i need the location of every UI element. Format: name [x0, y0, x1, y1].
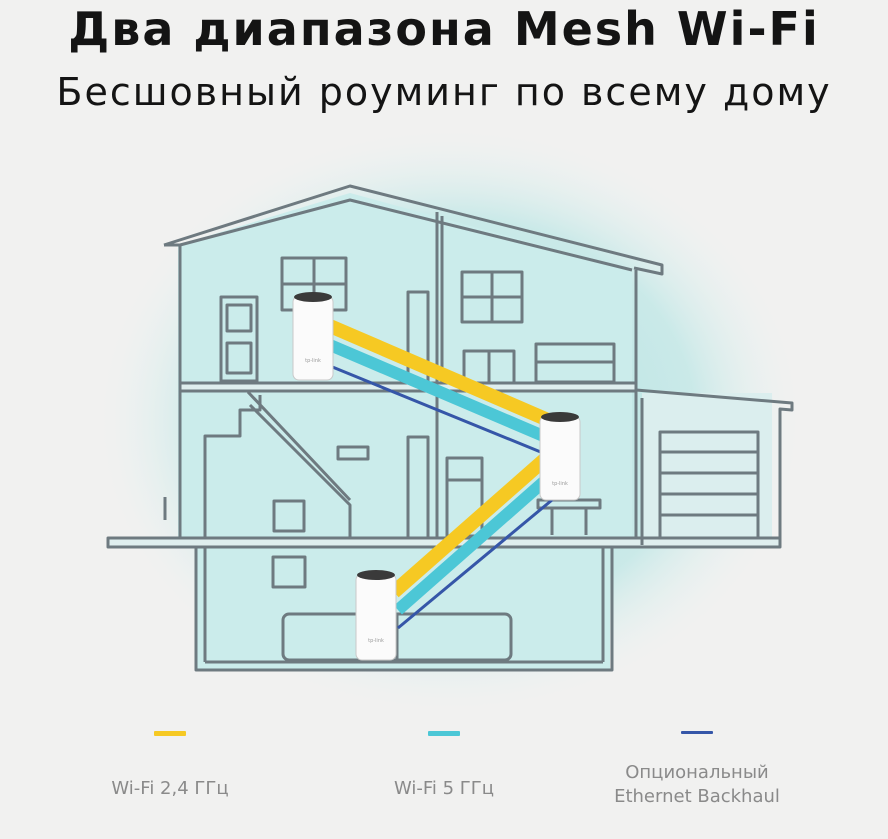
cabinet — [272, 499, 306, 533]
legend-swatch-cyan — [428, 731, 460, 736]
legend-item-ethernet: Опциональный Ethernet Backhaul — [587, 731, 807, 809]
router-basement: tp-link — [355, 570, 397, 661]
legend-item-wifi-5: Wi-Fi 5 ГГц — [344, 731, 544, 801]
garage-interior — [642, 393, 772, 545]
wifi-24-link-upper — [327, 319, 551, 427]
wifi-5-link-lower — [394, 473, 552, 615]
basement-walls — [194, 547, 614, 672]
router-upper: tp-link — [292, 292, 334, 381]
wifi-24-link-lower — [389, 454, 549, 598]
legend-label-line2: Ethernet Backhaul — [614, 786, 780, 807]
router-brand: tp-link — [552, 481, 568, 487]
garage-door — [658, 430, 760, 540]
ethernet-link-upper — [329, 364, 549, 457]
legend-swatch-blue — [681, 731, 713, 734]
house-interior — [178, 193, 632, 545]
house-roof — [163, 184, 664, 276]
picture-frame — [271, 555, 307, 589]
router-brand: tp-link — [368, 638, 384, 644]
legend-label: Опциональный — [625, 762, 769, 783]
roof-inner — [179, 198, 633, 272]
staircase — [203, 395, 262, 538]
legend-label: Wi-Fi 2,4 ГГц — [111, 778, 229, 799]
stair-rail — [246, 390, 352, 502]
ethernet-link-lower — [397, 498, 553, 630]
stair-steps — [248, 403, 352, 538]
connection-lines — [327, 319, 553, 630]
page-subtitle: Бесшовный роуминг по всему дому — [56, 70, 832, 114]
router-brand: tp-link — [305, 358, 321, 364]
door-middle — [406, 435, 430, 540]
legend-item-wifi-24: Wi-Fi 2,4 ГГц — [70, 731, 270, 801]
garage-roof — [635, 388, 794, 545]
router-middle: tp-link — [539, 412, 581, 501]
page-title: Два диапазона Mesh Wi-Fi — [68, 2, 820, 56]
door-upper — [219, 295, 259, 383]
legend-label: Wi-Fi 5 ГГц — [393, 778, 495, 799]
wifi-5-link-upper — [327, 339, 551, 444]
wall-frame — [336, 445, 370, 461]
legend-swatch-yellow — [154, 731, 186, 736]
